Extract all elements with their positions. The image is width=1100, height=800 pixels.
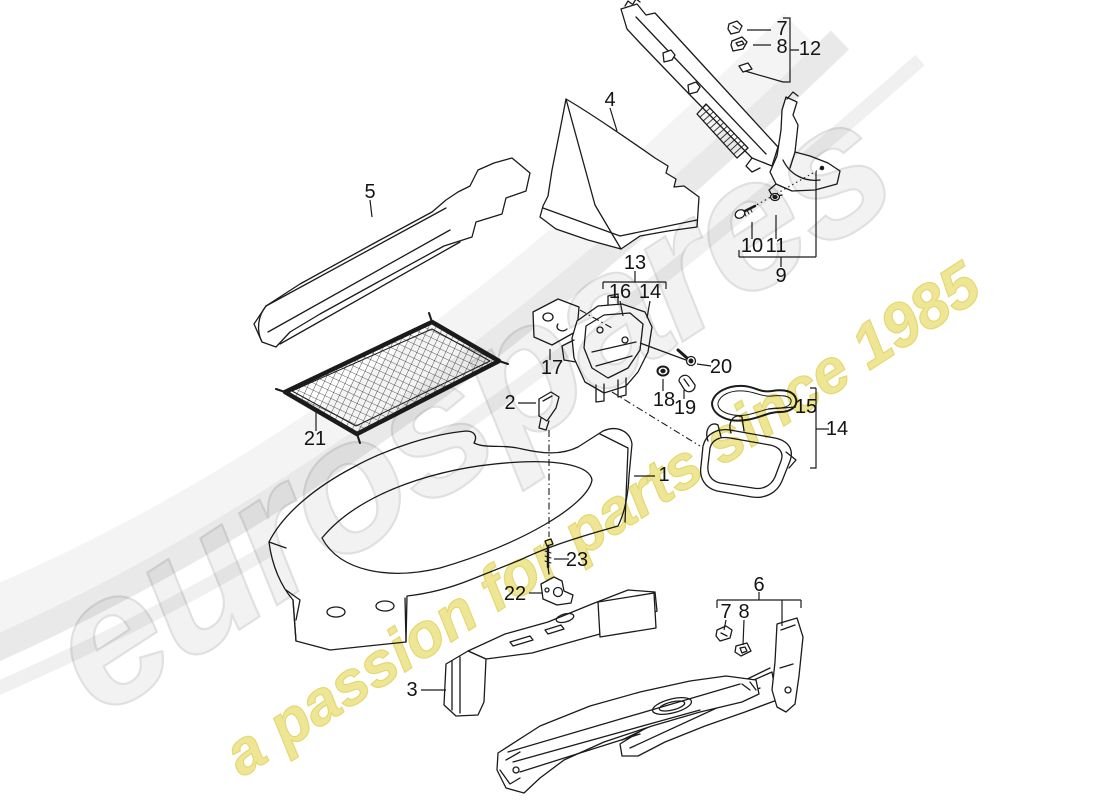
callout-13-8[interactable]: 13 bbox=[623, 252, 647, 274]
callout-11-6[interactable]: 11 bbox=[765, 235, 787, 257]
fastener-7-clip-bottom bbox=[715, 625, 733, 642]
part-12-quarter-trim bbox=[620, 0, 779, 173]
callout-6-22[interactable]: 6 bbox=[753, 574, 765, 596]
lower-body-panel bbox=[496, 675, 760, 794]
callout-19-14[interactable]: 19 bbox=[673, 397, 697, 419]
part-3-air-duct bbox=[443, 589, 658, 717]
fastener-20-screw bbox=[676, 348, 697, 367]
fastener-19-cap bbox=[678, 374, 696, 393]
callout-14-17[interactable]: 14 bbox=[825, 418, 849, 440]
fastener-7-clip-top bbox=[727, 20, 743, 35]
fastener-23-screw bbox=[544, 538, 554, 575]
callout-8-24[interactable]: 8 bbox=[738, 601, 750, 623]
callout-7-23[interactable]: 7 bbox=[720, 601, 732, 623]
callout-16-9[interactable]: 16 bbox=[608, 281, 632, 303]
callout-10-5[interactable]: 10 bbox=[740, 235, 764, 257]
part-14-stowage-tray bbox=[699, 415, 797, 499]
callout-4-3[interactable]: 4 bbox=[604, 89, 616, 111]
callout-15-16[interactable]: 15 bbox=[794, 396, 818, 418]
fastener-22-hook bbox=[540, 576, 574, 606]
callout-9-7[interactable]: 9 bbox=[775, 265, 787, 287]
callout-12-2[interactable]: 12 bbox=[798, 38, 822, 60]
callout-8-1[interactable]: 8 bbox=[776, 36, 788, 58]
callout-23-20[interactable]: 23 bbox=[565, 549, 589, 571]
fastener-8-plate-bottom bbox=[734, 642, 752, 657]
part-5-side-trim bbox=[253, 157, 531, 348]
fastener-10-screw bbox=[734, 204, 757, 219]
part-4-trim-panel bbox=[539, 98, 700, 250]
leader-lines bbox=[315, 17, 829, 691]
callout-21-18[interactable]: 21 bbox=[303, 428, 327, 450]
callout-3-25[interactable]: 3 bbox=[406, 679, 418, 701]
fastener-8-plate-top bbox=[730, 36, 748, 52]
part-2-clip bbox=[538, 391, 560, 431]
callout-2-15[interactable]: 2 bbox=[504, 392, 516, 414]
callout-7-0[interactable]: 7 bbox=[776, 18, 788, 40]
part-13-bracket-assembly bbox=[561, 293, 653, 403]
part-21-luggage-net bbox=[275, 312, 509, 444]
callout-20-12[interactable]: 20 bbox=[709, 356, 733, 378]
callout-18-13[interactable]: 18 bbox=[652, 389, 676, 411]
fastener-12-clip bbox=[738, 62, 753, 73]
part-1-trunk-liner bbox=[268, 428, 633, 651]
callout-1-19[interactable]: 1 bbox=[658, 464, 670, 486]
assembly-center-lines bbox=[548, 168, 821, 537]
callout-5-4[interactable]: 5 bbox=[364, 181, 376, 203]
callout-17-11[interactable]: 17 bbox=[540, 357, 564, 379]
fastener-18-grommet bbox=[656, 365, 670, 377]
callout-22-21[interactable]: 22 bbox=[503, 583, 527, 605]
callout-14-10[interactable]: 14 bbox=[638, 281, 662, 303]
part-15-gasket bbox=[711, 384, 798, 422]
